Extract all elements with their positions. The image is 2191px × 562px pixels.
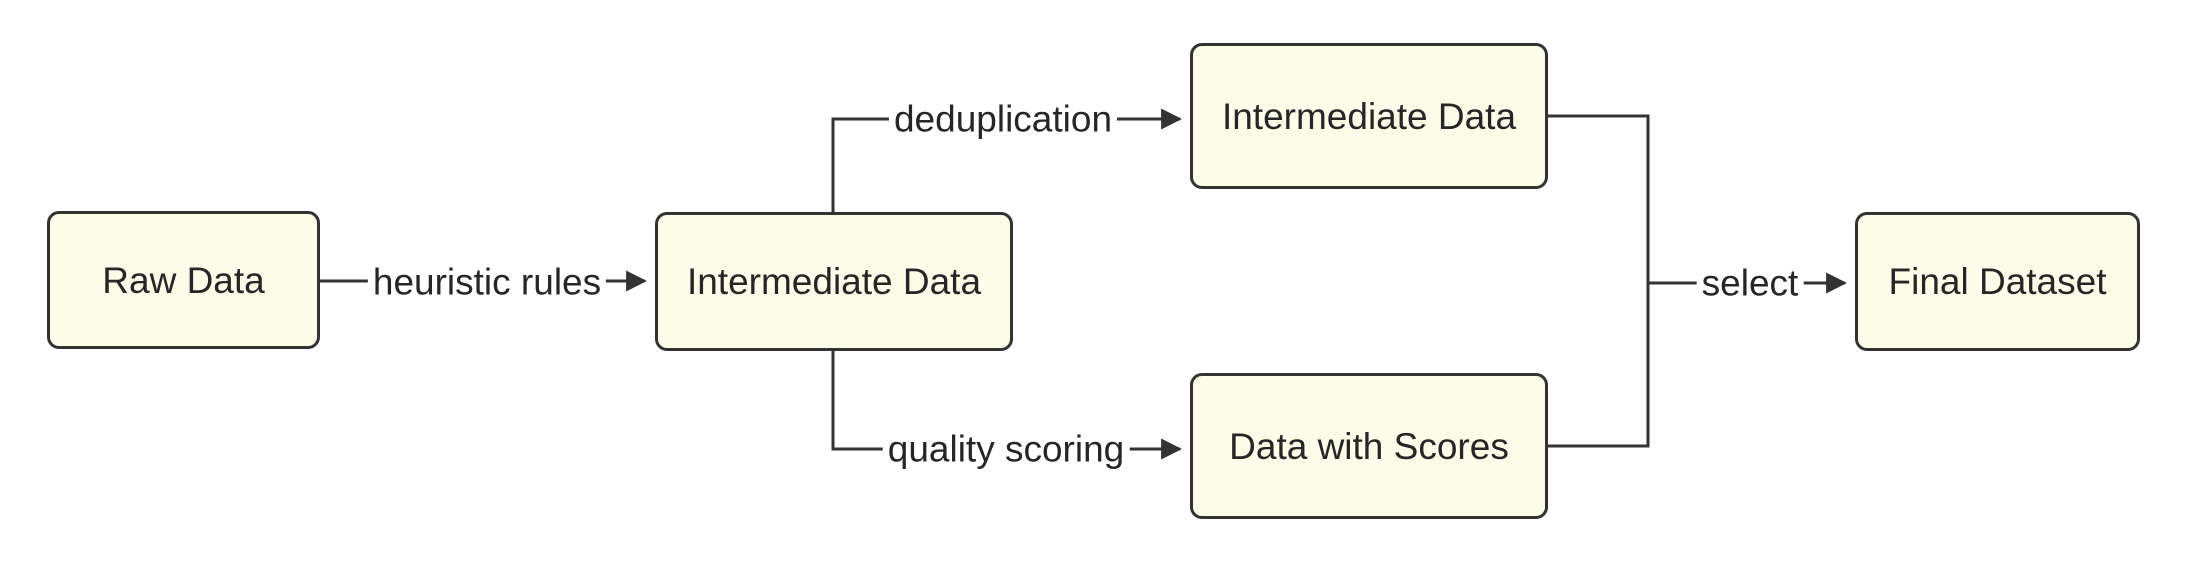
node-raw-data-label: Raw Data <box>102 259 265 301</box>
node-intermediate-data-2-label: Intermediate Data <box>1221 95 1517 137</box>
node-intermediate-data-1[interactable]: Intermediate Data <box>655 212 1013 351</box>
edge-label-deduplication: deduplication <box>888 100 1118 138</box>
node-final-dataset[interactable]: Final Dataset <box>1855 212 2140 351</box>
edge-label-select: select <box>1696 264 1804 302</box>
node-data-with-scores-label: Data with Scores <box>1229 425 1509 467</box>
node-final-dataset-label: Final Dataset <box>1888 261 2107 302</box>
node-data-with-scores[interactable]: Data with Scores <box>1190 373 1548 519</box>
node-intermediate-data-1-label: Intermediate Data <box>686 261 982 302</box>
node-intermediate-data-2[interactable]: Intermediate Data <box>1190 43 1548 189</box>
edge-select-from-intermediate <box>1548 114 1650 283</box>
edge-select-from-scores <box>1548 283 1650 448</box>
edge-label-heuristic-rules: heuristic rules <box>367 263 607 301</box>
node-raw-data[interactable]: Raw Data <box>47 211 320 349</box>
edge-label-quality-scoring: quality scoring <box>882 430 1130 468</box>
